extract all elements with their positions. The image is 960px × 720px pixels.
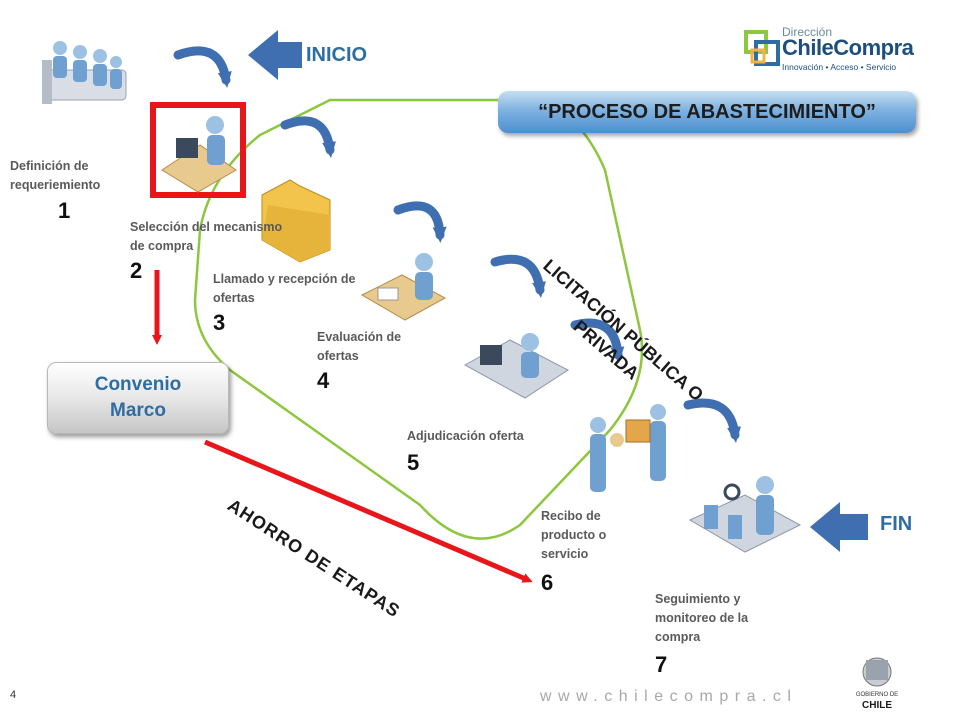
curved-arrow-2: [280, 116, 336, 158]
step-7-number: 7: [655, 652, 668, 677]
step-4-label: Evaluación de ofertas: [317, 330, 402, 363]
selected-step-highlight: [150, 102, 246, 198]
step-3-label: Llamado y recepción de ofertas: [213, 272, 356, 305]
step-2-label: Selección del mecanismo de compra: [130, 220, 283, 253]
desk-worker-icon: [360, 253, 447, 321]
step-6-label: Recibo de producto o servicio: [541, 509, 607, 561]
step-2-number: 2: [130, 258, 143, 283]
logo-line-1: Dirección: [782, 25, 833, 39]
step-1-number: 1: [58, 198, 71, 223]
step-1-label: Definición de requeriemiento: [10, 159, 101, 192]
workstation-icon: [463, 333, 569, 399]
monitoring-icon: [688, 476, 802, 553]
government-logo: GOBIERNO DE CHILE: [848, 650, 906, 716]
start-label: INICIO: [306, 44, 368, 66]
computer-worker-icon: [161, 116, 237, 193]
step-3-number: 3: [213, 310, 226, 335]
gov-line-2: CHILE: [862, 700, 892, 711]
convenio-label: Convenio Marco: [94, 374, 182, 421]
curved-arrow-1: [173, 46, 232, 88]
delivery-icon: [590, 404, 666, 492]
government-crest-icon: [862, 657, 892, 687]
page-number: 4: [10, 689, 17, 701]
end-label: FIN: [880, 513, 913, 535]
fin-arrow-icon: [810, 502, 868, 552]
licitacion-group-outline: [193, 98, 644, 540]
convenio-marco-box: Convenio Marco: [47, 362, 229, 434]
chilecompra-logo-mark: [744, 30, 780, 66]
curved-arrow-6: [683, 398, 741, 443]
chilecompra-logo: Dirección ChileCompra Innovación • Acces…: [740, 25, 920, 77]
footer-url: www.chilecompra.cl: [540, 688, 798, 705]
inicio-arrow-icon: [248, 30, 302, 80]
gov-line-1: GOBIERNO DE: [855, 692, 899, 698]
step-7-label: Seguimiento y monitoreo de la compra: [655, 592, 749, 644]
step-6-number: 6: [541, 570, 554, 595]
logo-tagline: Innovación • Acceso • Servicio: [782, 62, 897, 72]
curved-arrow-5: [570, 318, 625, 363]
curved-arrow-4: [490, 254, 546, 298]
process-title: “PROCESO DE ABASTECIMIENTO”: [498, 91, 916, 133]
step-4-number: 4: [317, 368, 330, 393]
people-meeting-icon: [42, 41, 127, 104]
shortcut-arrow: [204, 439, 533, 583]
step-5-number: 5: [407, 450, 420, 475]
folder-icon: [261, 179, 331, 263]
step-5-label: Adjudicación oferta: [407, 429, 524, 443]
curved-arrow-3: [393, 201, 447, 243]
logo-line-2: ChileCompra: [782, 35, 914, 60]
